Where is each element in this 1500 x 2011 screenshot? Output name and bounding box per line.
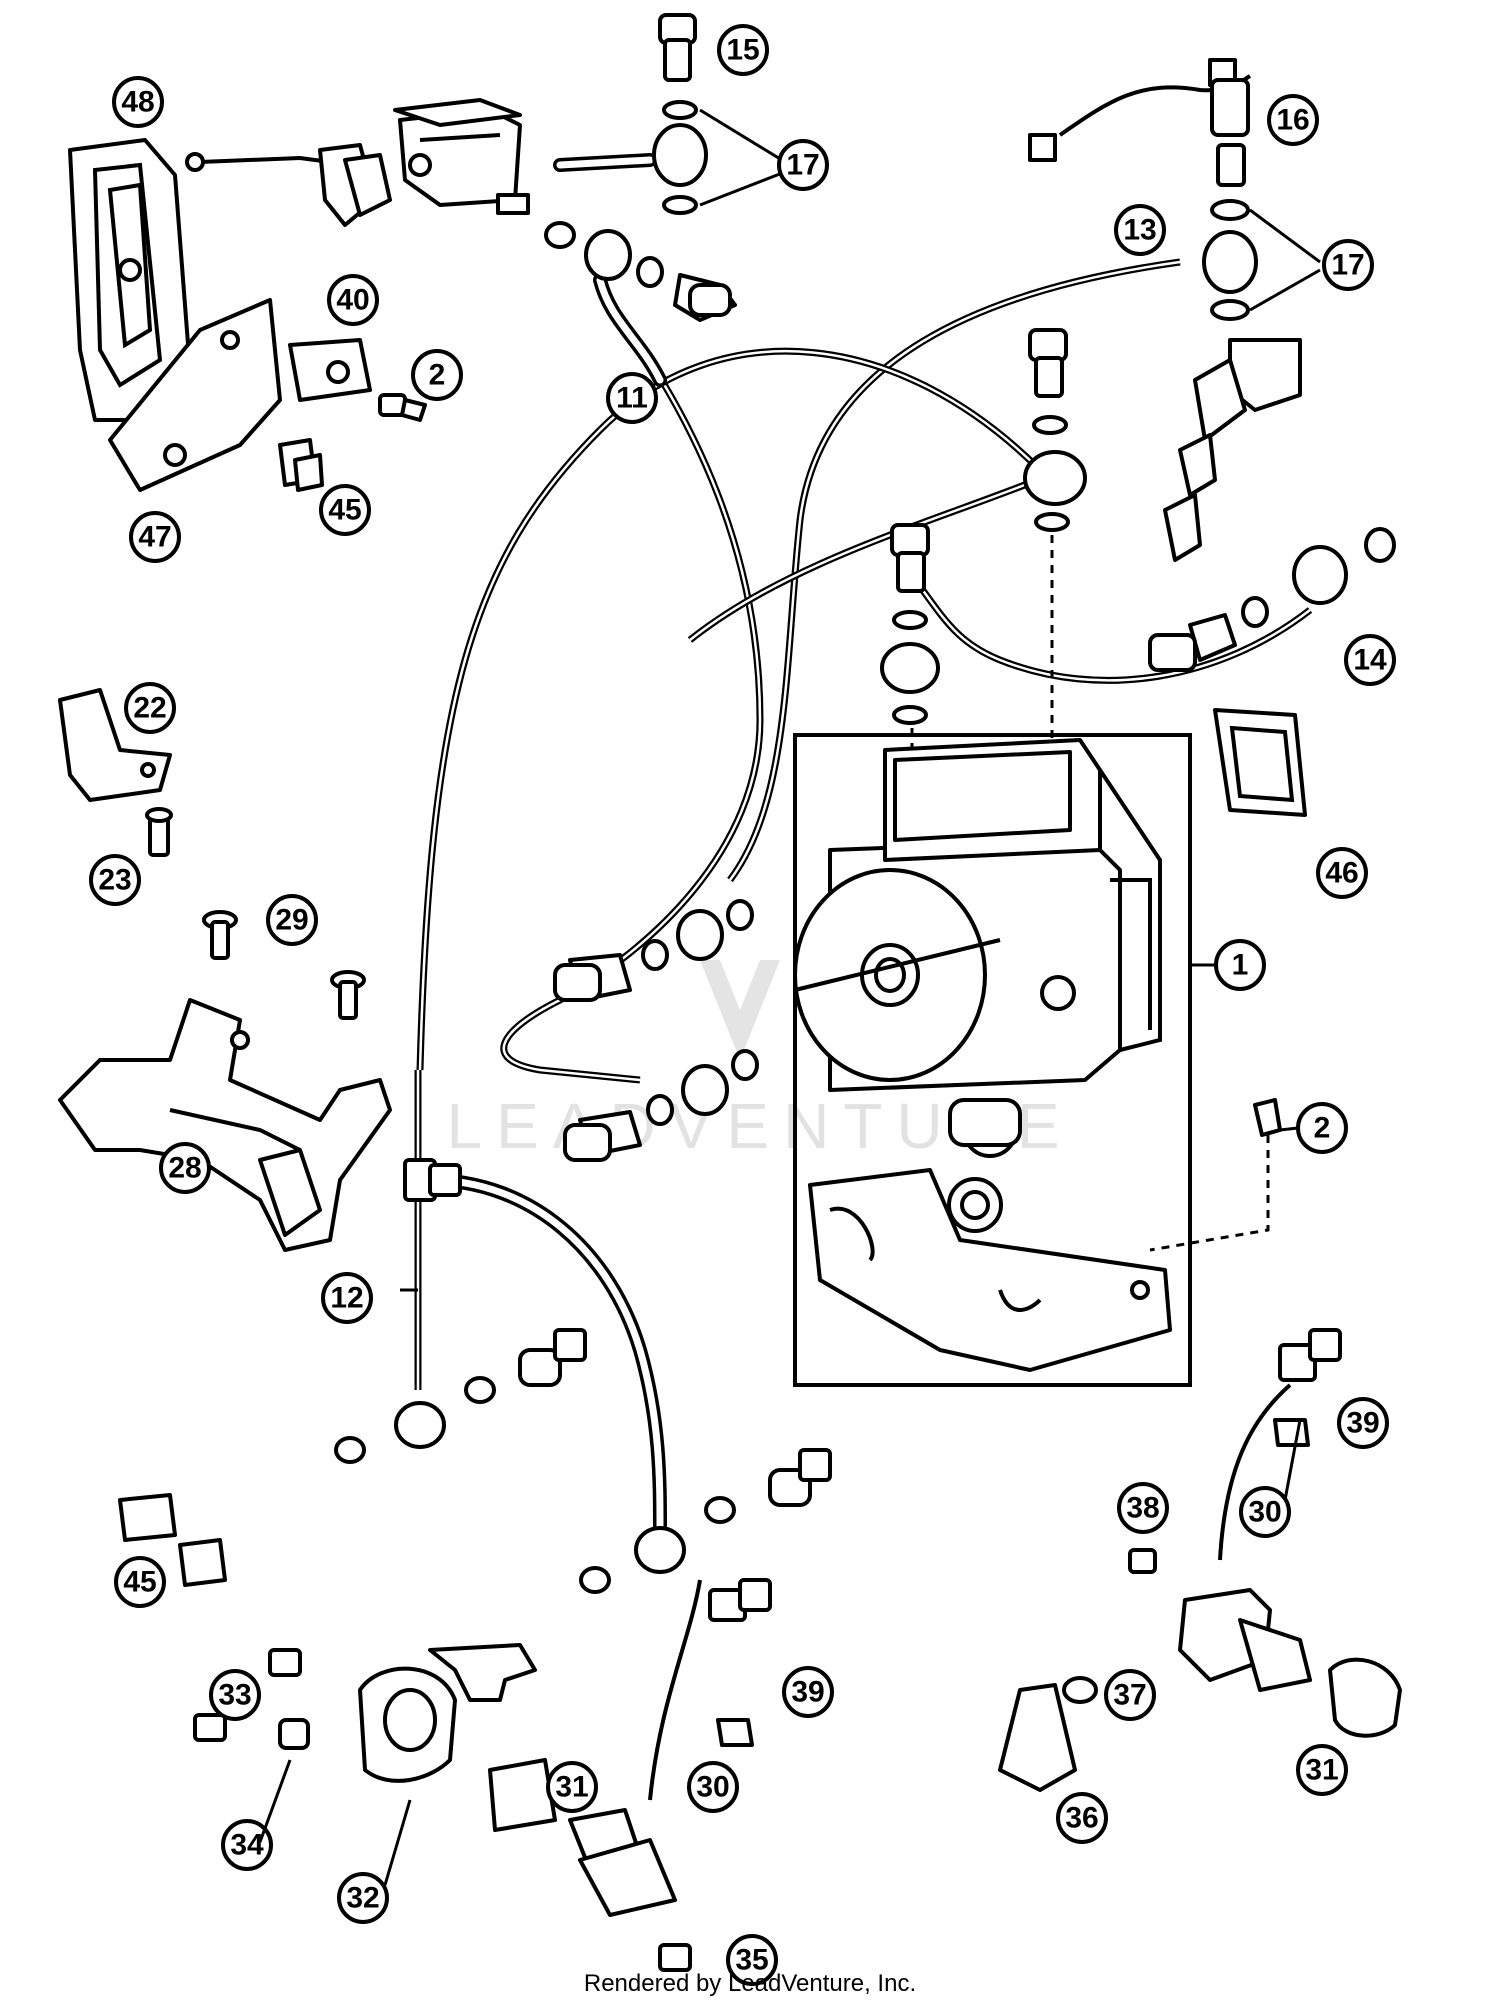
bracket-47-48 [68,138,282,492]
svg-text:2: 2 [1314,1112,1331,1145]
callout-36: 36 [1056,1792,1108,1844]
brake-lines [414,153,1313,1537]
callout-47: 47 [129,511,181,563]
svg-text:40: 40 [336,284,369,317]
callout-30-right: 30 [1239,1486,1291,1538]
callout-29: 29 [266,894,318,946]
callout-23: 23 [89,854,141,906]
svg-text:13: 13 [1123,214,1156,247]
pressure-switch-16 [1028,58,1321,562]
junction-12 [334,1158,587,1464]
clip-45-lower [118,1493,227,1587]
banjo-fitting-11 [544,221,737,322]
svg-text:14: 14 [1353,644,1387,677]
banjo-fitting-14 [1148,527,1396,672]
wheel-speed-sensor-assembly-left [193,1578,772,1972]
callout-15: 15 [717,24,769,76]
svg-text:47: 47 [138,521,171,554]
svg-text:38: 38 [1126,1492,1159,1525]
callout-2-upper: 2 [411,349,463,401]
svg-text:15: 15 [726,34,759,67]
hose-end-lower [579,1448,832,1594]
callout-12: 12 [321,1272,373,1324]
callout-39-right: 39 [1337,1397,1389,1449]
callout-35: 35 [726,1934,778,1986]
callout-22: 22 [124,682,176,734]
svg-text:45: 45 [328,494,361,527]
front-master-cylinder-assembly [185,98,530,227]
callout-33: 33 [209,1669,261,1721]
leader-lines [258,1126,1302,1886]
svg-text:39: 39 [1346,1407,1379,1440]
callout-39-left: 39 [782,1666,834,1718]
callout-1: 1 [1214,939,1266,991]
callout-16: 16 [1267,94,1319,146]
svg-text:35: 35 [735,1944,768,1977]
callout-38: 38 [1117,1482,1169,1534]
svg-text:12: 12 [330,1282,363,1315]
callout-45-lower: 45 [114,1556,166,1608]
callout-46: 46 [1316,847,1368,899]
callout-40: 40 [327,274,379,326]
grommet-46 [1213,708,1307,817]
svg-text:32: 32 [346,1882,379,1915]
clamp-40 [288,338,372,402]
callout-30-left: 30 [687,1761,739,1813]
svg-text:2: 2 [429,359,446,392]
callout-48: 48 [112,76,164,128]
svg-text:22: 22 [133,692,166,725]
svg-text:28: 28 [168,1152,201,1185]
brake-lever [199,155,331,164]
svg-text:30: 30 [1248,1496,1281,1529]
svg-text:36: 36 [1065,1802,1098,1835]
callouts: 1 2 2 11 12 13 14 15 16 17 17 22 23 28 2… [89,24,1396,1986]
bracket-28 [58,998,392,1252]
callout-32: 32 [337,1872,389,1924]
footer-credit: Rendered by LeadVenture, Inc. [583,1970,917,1997]
svg-text:45: 45 [123,1566,156,1599]
svg-text:29: 29 [275,904,308,937]
svg-text:17: 17 [1331,249,1364,282]
svg-text:17: 17 [786,149,819,182]
svg-text:31: 31 [555,1771,588,1804]
callout-37: 37 [1104,1669,1156,1721]
svg-text:16: 16 [1276,104,1309,137]
callout-14: 14 [1344,634,1396,686]
svg-text:33: 33 [218,1679,251,1712]
callout-31-right: 31 [1296,1744,1348,1796]
bolt-23 [145,807,173,857]
banjo-fitting-15-17 [652,13,791,215]
svg-text:48: 48 [121,86,154,119]
bracket-22 [58,688,172,802]
bolt-2-upper [378,393,427,422]
callout-11: 11 [606,372,658,424]
callout-17-upper: 17 [777,139,829,191]
bolt-29 [202,910,366,1020]
svg-text:46: 46 [1325,857,1358,890]
callout-34: 34 [221,1819,273,1871]
svg-text:34: 34 [230,1829,264,1862]
svg-text:37: 37 [1113,1679,1146,1712]
clip-45-upper [278,438,324,492]
callout-45-upper: 45 [319,484,371,536]
wheel-speed-sensor-assembly-right [998,1328,1402,1792]
callout-13: 13 [1114,204,1166,256]
svg-text:31: 31 [1305,1754,1338,1787]
callout-28: 28 [159,1142,211,1194]
callout-2-right: 2 [1296,1102,1348,1154]
svg-text:11: 11 [616,382,648,415]
abs-modulator-box [553,733,1282,1387]
svg-text:30: 30 [696,1771,729,1804]
svg-text:39: 39 [791,1676,824,1709]
callout-31-left: 31 [546,1761,598,1813]
svg-text:1: 1 [1232,949,1249,982]
callout-17-right: 17 [1322,239,1374,291]
svg-text:23: 23 [98,864,131,897]
